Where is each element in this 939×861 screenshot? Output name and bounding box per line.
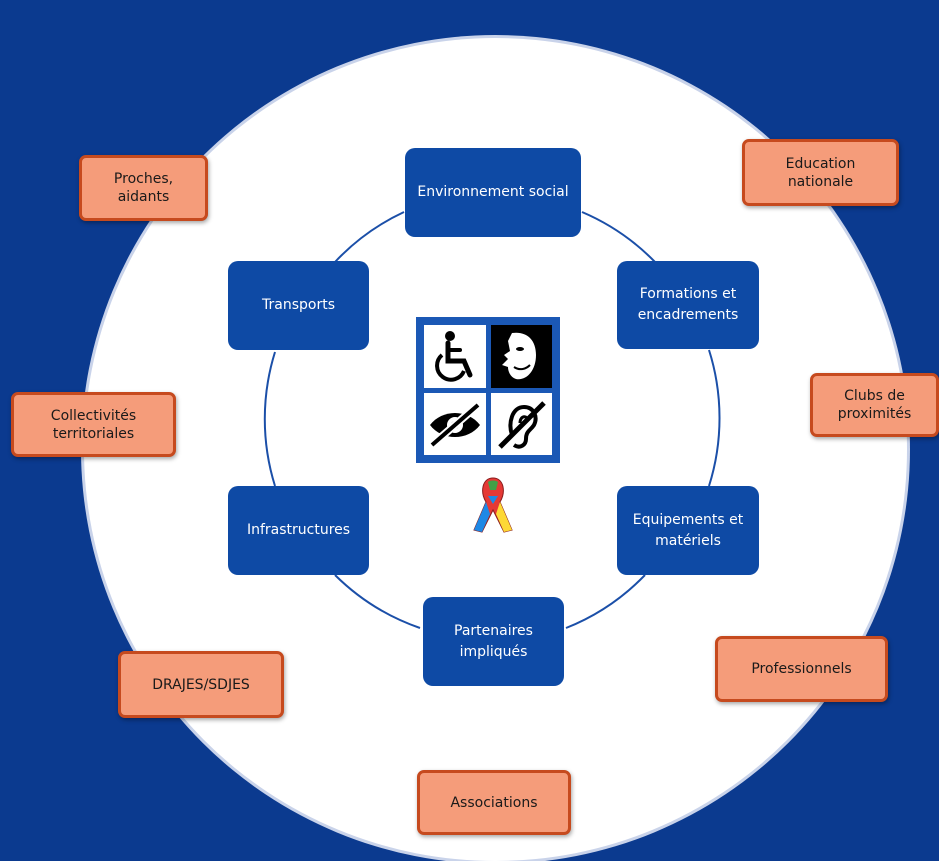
partner-education-nationale: Education nationale <box>742 139 899 206</box>
node-label: Environnement social <box>417 184 569 200</box>
wheelchair-icon <box>424 325 486 388</box>
node-label: Partenaires impliqués <box>454 622 533 660</box>
partner-professionnels: Professionnels <box>715 636 888 702</box>
hearing-impairment-ear-icon <box>490 392 552 455</box>
node-transports: Transports <box>228 261 369 350</box>
partner-label: Proches, aidants <box>113 171 174 205</box>
partner-collectivites-territoriales: Collectivités territoriales <box>11 392 176 457</box>
ring-arc <box>263 351 276 487</box>
partner-label: DRAJES/SDJES <box>152 676 250 693</box>
accessibility-signs-panel <box>416 317 560 463</box>
ring-arc <box>708 349 721 487</box>
partner-proches-aidants: Proches, aidants <box>79 155 208 221</box>
ring-arc <box>334 211 405 263</box>
node-partenaires-impliques: Partenaires impliqués <box>423 597 564 686</box>
node-label: Equipements et matériels <box>632 511 744 549</box>
partner-label: Clubs de proximités <box>837 388 912 422</box>
node-label: Transports <box>262 297 335 313</box>
visual-impairment-eye-icon <box>424 392 486 455</box>
partner-drajes-sdjes: DRAJES/SDJES <box>118 651 284 718</box>
ring-arc <box>334 574 421 629</box>
autism-puzzle-ribbon-icon <box>473 477 513 533</box>
mental-disability-mask-icon <box>490 325 552 388</box>
node-environnement-social: Environnement social <box>405 148 581 237</box>
partner-clubs-proximites: Clubs de proximités <box>810 373 939 437</box>
ring-arc <box>581 211 656 263</box>
node-equipements-materiels: Equipements et matériels <box>617 486 759 575</box>
partner-label: Associations <box>450 794 538 811</box>
partner-label: Education nationale <box>785 155 856 190</box>
ring-arc <box>565 574 646 629</box>
partner-label: Collectivités territoriales <box>50 407 137 442</box>
node-formations-encadrements: Formations et encadrements <box>617 261 759 349</box>
node-label: Infrastructures <box>246 522 351 538</box>
node-infrastructures: Infrastructures <box>228 486 369 575</box>
node-label: Formations et encadrements <box>637 286 739 323</box>
partner-associations: Associations <box>417 770 571 835</box>
connecting-ring <box>263 211 721 629</box>
partner-label: Professionnels <box>751 661 852 677</box>
